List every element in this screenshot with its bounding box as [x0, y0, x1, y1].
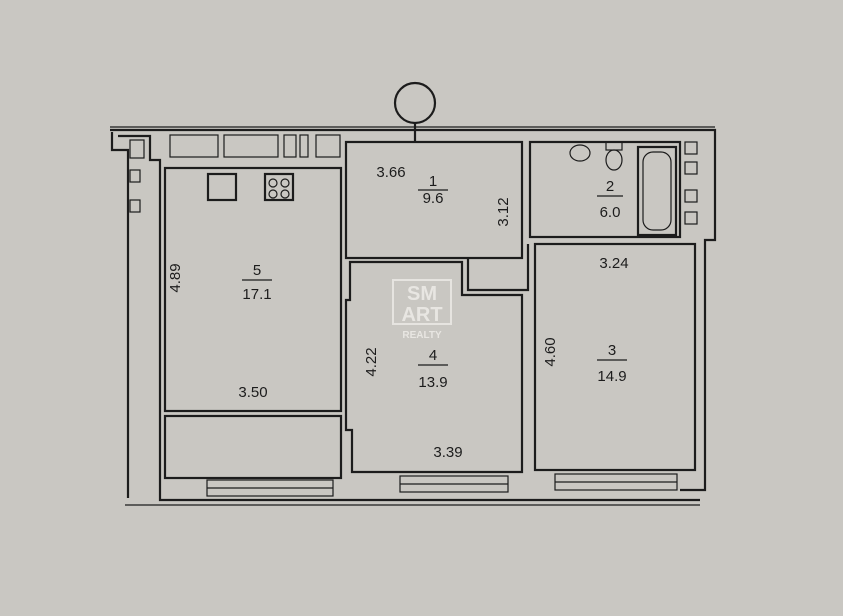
room-labels: 3.66 1 9.6 3.12 2 6.0 3.24 3 14.9 4.60 4…: [167, 164, 629, 461]
fraction-lines: [242, 189, 627, 366]
windows: [206, 473, 678, 497]
room-4-length: 4.22: [363, 347, 380, 376]
outer-walls: [110, 126, 717, 506]
room-2: [528, 140, 682, 239]
smart-realty-watermark: SM ART REALTY: [392, 279, 452, 341]
room-5-length: 4.89: [167, 263, 184, 292]
bathtub-icon: [636, 145, 678, 237]
washbasin-icon: [569, 144, 591, 162]
room-5-width: 3.50: [238, 384, 267, 401]
room-1-length: 3.12: [495, 197, 512, 226]
svg-text:SM: SM: [407, 283, 437, 305]
bathroom-fixtures: [569, 141, 698, 237]
svg-text:ART: ART: [401, 304, 442, 326]
room-1-number: 1: [429, 173, 437, 190]
room-4-number: 4: [429, 347, 437, 364]
room-4-area: 13.9: [418, 374, 447, 391]
room-1-area: 9.6: [423, 190, 444, 207]
stove-icon: [263, 172, 295, 202]
room-2-area: 6.0: [600, 204, 621, 221]
kitchen-fixtures: [169, 134, 341, 202]
room-5: [163, 166, 343, 413]
room-1-width: 3.66: [376, 164, 405, 181]
room-3-width: 3.24: [599, 255, 628, 272]
toilet-icon: [605, 149, 623, 171]
room-3: [533, 242, 697, 472]
room-3-area: 14.9: [597, 368, 626, 385]
room-3-number: 3: [608, 342, 616, 359]
sink-icon: [206, 172, 238, 202]
room-5-area: 17.1: [242, 286, 271, 303]
room-2-number: 2: [606, 178, 614, 195]
balcony: [163, 414, 343, 480]
svg-text:REALTY: REALTY: [402, 330, 442, 341]
room-3-length: 4.60: [542, 337, 559, 366]
room-1: [344, 140, 524, 260]
room-4: [344, 260, 524, 474]
room-4-width: 3.39: [433, 444, 462, 461]
room-5-number: 5: [253, 262, 261, 279]
